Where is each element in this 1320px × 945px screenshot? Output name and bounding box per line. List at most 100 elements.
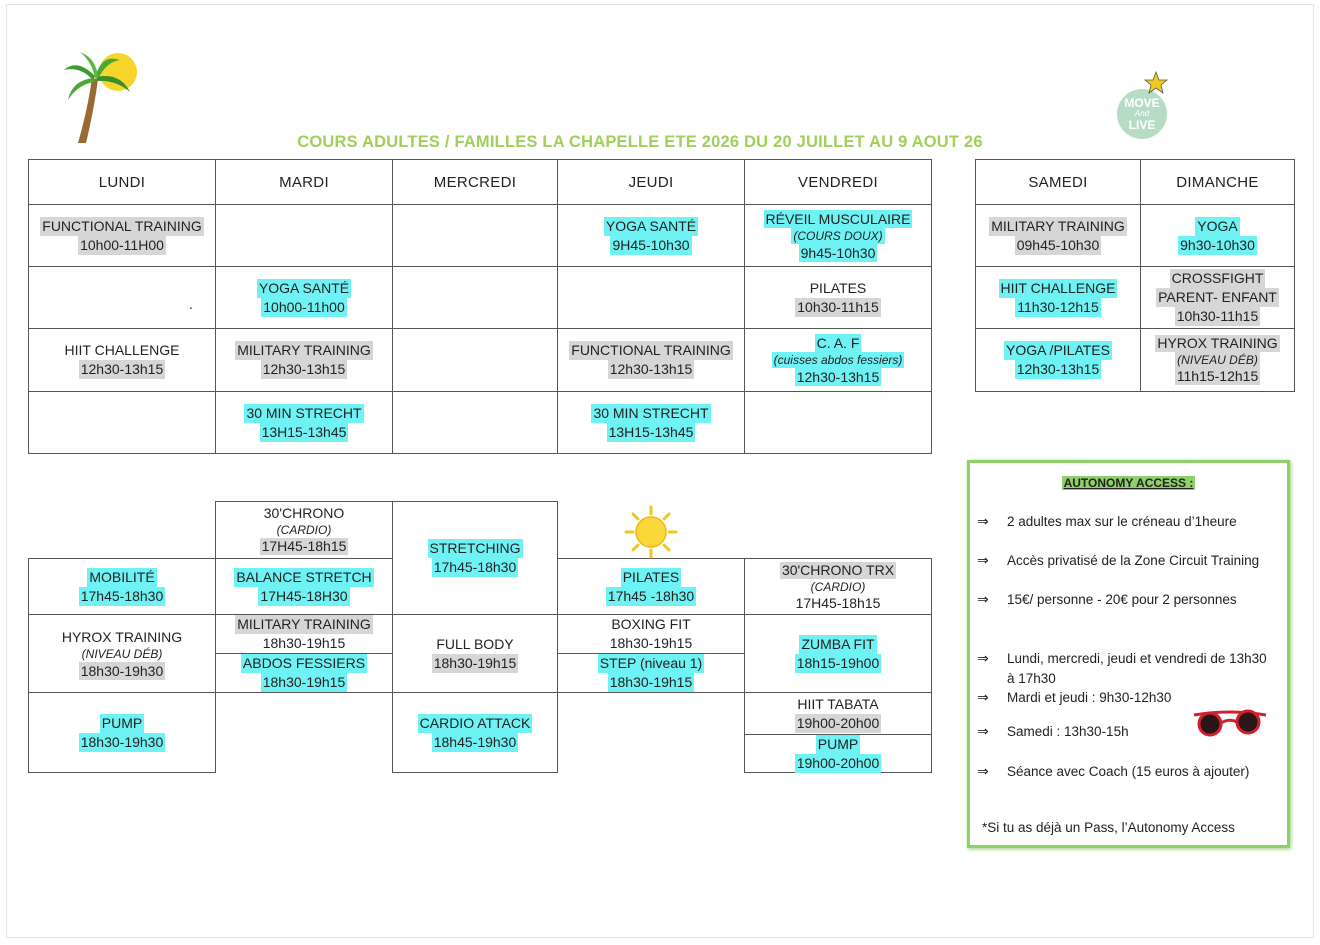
class-cell: FUNCTIONAL TRAINING 12h30-13h15 (557, 328, 745, 392)
logo-text-mid: And (1134, 109, 1150, 118)
autonomy-title-text: AUTONOMY ACCESS : (1061, 476, 1196, 490)
class-cell: HIIT CHALLENGE 11h30-12h15 (975, 266, 1141, 329)
class-cell: YOGA /PILATES 12h30-13h15 (975, 328, 1141, 392)
class-cell: C. A. F (cuisses abdos fessiers) 12h30-1… (744, 328, 932, 392)
class-cell: BALANCE STRETCH 17H45-18H30 (215, 558, 393, 615)
class-cell: HYROX TRAINING (NIVEAU DÉB) 18h30-19h30 (28, 614, 216, 693)
class-name: 30'CHRONO (263, 505, 345, 521)
class-name: CROSSFIGHT (1169, 269, 1266, 288)
autonomy-title: AUTONOMY ACCESS : (970, 476, 1287, 490)
class-time: 17h45-18h30 (78, 586, 166, 606)
class-name: STRETCHING (427, 539, 523, 558)
class-subtitle: (NIVEAU DÉB) (1175, 352, 1260, 368)
logo-text-bottom: LIVE (1128, 118, 1156, 132)
class-name: PILATES (809, 279, 867, 296)
class-time: 12h30-13h15 (260, 360, 348, 379)
class-name: YOGA (1195, 216, 1240, 236)
class-time: 09h45-10h30 (1014, 235, 1102, 255)
autonomy-item-text: Accès privatisé de la Zone Circuit Train… (1007, 553, 1260, 568)
class-subtitle: (NIVEAU DÉB) (81, 646, 163, 661)
class-name: 30 MIN STRECHT (591, 403, 711, 423)
class-name: HIIT CHALLENGE (64, 342, 180, 358)
palm-tree-icon (64, 52, 137, 143)
class-subtitle: (CARDIO) (810, 579, 866, 594)
class-time: 18h30-19h15 (262, 635, 346, 651)
class-name: HIIT TABATA (797, 695, 879, 712)
class-time: 18h30-19h15 (260, 673, 348, 692)
autonomy-access-box: AUTONOMY ACCESS : ⇒ 2 adultes max sur le… (967, 460, 1290, 848)
header-samedi: SAMEDI (975, 159, 1141, 205)
class-cell: HIIT CHALLENGE 12h30-13h15 (28, 328, 216, 392)
class-name: MOBILITÉ (87, 567, 157, 587)
class-subtitle: (COURS DOUX) (791, 227, 885, 244)
class-cell: CROSSFIGHT PARENT- ENFANT 10h30-11h15 (1140, 266, 1295, 329)
class-cell: CARDIO ATTACK 18h45-19h30 (392, 692, 558, 773)
autonomy-item: ⇒ Mardi et jeudi : 9h30-12h30 (977, 688, 1277, 708)
empty-cell (744, 391, 932, 454)
header-mercredi: MERCREDI (392, 159, 558, 205)
class-cell: 30 MIN STRECHT 13H15-13h45 (557, 391, 745, 454)
class-name: HYROX TRAINING (1155, 335, 1280, 352)
class-cell: MILITARY TRAINING 09h45-10h30 (975, 204, 1141, 267)
class-time: 9h30-10h30 (1178, 235, 1257, 255)
class-cell: RÉVEIL MUSCULAIRE (COURS DOUX) 9h45-10h3… (744, 204, 932, 267)
class-time: 18h45-19h30 (431, 732, 519, 752)
autonomy-item-text: Lundi, mercredi, jeudi et vendredi de 13… (1007, 651, 1267, 686)
class-cell: MILITARY TRAINING 12h30-13h15 (215, 328, 393, 392)
arrow-icon: ⇒ (977, 591, 989, 607)
class-name: FULL BODY (436, 635, 514, 652)
empty-cell (392, 266, 558, 329)
class-name: MILITARY TRAINING (235, 341, 373, 360)
autonomy-item: ⇒ Séance avec Coach (15 euros à ajouter) (977, 762, 1277, 782)
autonomy-note: *Si tu as déjà un Pass, l’Autonomy Acces… (982, 820, 1235, 835)
class-time: 18h15-19h00 (794, 653, 882, 673)
class-time: 17H45-18h15 (259, 538, 349, 555)
class-time: 9h45-10h30 (798, 243, 878, 262)
class-cell: FUNCTIONAL TRAINING 10h00-11H00 (28, 204, 216, 267)
class-cell: ABDOS FESSIERS 18h30-19h15 (215, 653, 393, 693)
class-time: 18h30-19h15 (609, 635, 693, 651)
sunglasses-icon (1193, 709, 1267, 737)
class-cell: 30 MIN STRECHT 13H15-13h45 (215, 391, 393, 454)
autonomy-item-text: 2 adultes max sur le créneau d’1heure (1007, 514, 1237, 529)
class-cell: BOXING FIT 18h30-19h15 (557, 614, 745, 654)
class-name: 30 MIN STRECHT (244, 403, 364, 423)
class-name: HIIT CHALLENGE (998, 278, 1118, 298)
class-cell: YOGA SANTÉ 10h00-11h00 (215, 266, 393, 329)
class-time: 10h00-11h00 (261, 297, 347, 317)
empty-cell (392, 328, 558, 392)
autonomy-item: ⇒ Samedi : 13h30-15h (977, 722, 1277, 742)
empty-cell: . (28, 266, 216, 329)
class-cell: HIIT TABATA 19h00-20h00 (744, 692, 932, 735)
class-name: ABDOS FESSIERS (240, 654, 368, 673)
empty-cell (392, 391, 558, 454)
header-vendredi: VENDREDI (744, 159, 932, 205)
class-name: MILITARY TRAINING (235, 615, 373, 634)
class-time: 17H45-18H30 (258, 586, 350, 606)
class-name: YOGA SANTÉ (256, 278, 352, 298)
sun-icon (624, 505, 678, 559)
class-time: 11h30-12h15 (1015, 297, 1101, 317)
autonomy-item: ⇒ 15€/ personne - 20€ pour 2 personnes (977, 590, 1277, 610)
class-name: PARENT- ENFANT (1156, 288, 1279, 307)
class-time: 11h15-12h15 (1174, 368, 1261, 385)
class-cell: YOGA SANTÉ 9H45-10h30 (557, 204, 745, 267)
class-time: 10h00-11H00 (78, 235, 166, 255)
autonomy-item: ⇒ Accès privatisé de la Zone Circuit Tra… (977, 551, 1277, 571)
class-name: PUMP (99, 713, 145, 733)
class-cell: PILATES 10h30-11h15 (744, 266, 932, 329)
class-time: 18h30-19h30 (78, 661, 166, 680)
arrow-icon: ⇒ (977, 513, 989, 529)
class-time: 17h45-18h30 (431, 558, 519, 577)
move-and-live-logo: MOVE And LIVE (1114, 70, 1170, 148)
class-subtitle: (cuisses abdos fessiers) (771, 352, 905, 368)
class-time: 13H15-13h45 (606, 422, 696, 442)
class-time: 10h30-11h15 (1174, 307, 1261, 326)
class-name: PILATES (620, 567, 682, 587)
class-time: 13H15-13h45 (259, 422, 349, 442)
logo-text-top: MOVE (1124, 96, 1160, 110)
class-time: 18h30-19h30 (78, 732, 166, 752)
class-time: 17h45 -18h30 (605, 586, 697, 606)
class-time: 17H45-18h15 (795, 594, 881, 611)
empty-cell (28, 391, 216, 454)
